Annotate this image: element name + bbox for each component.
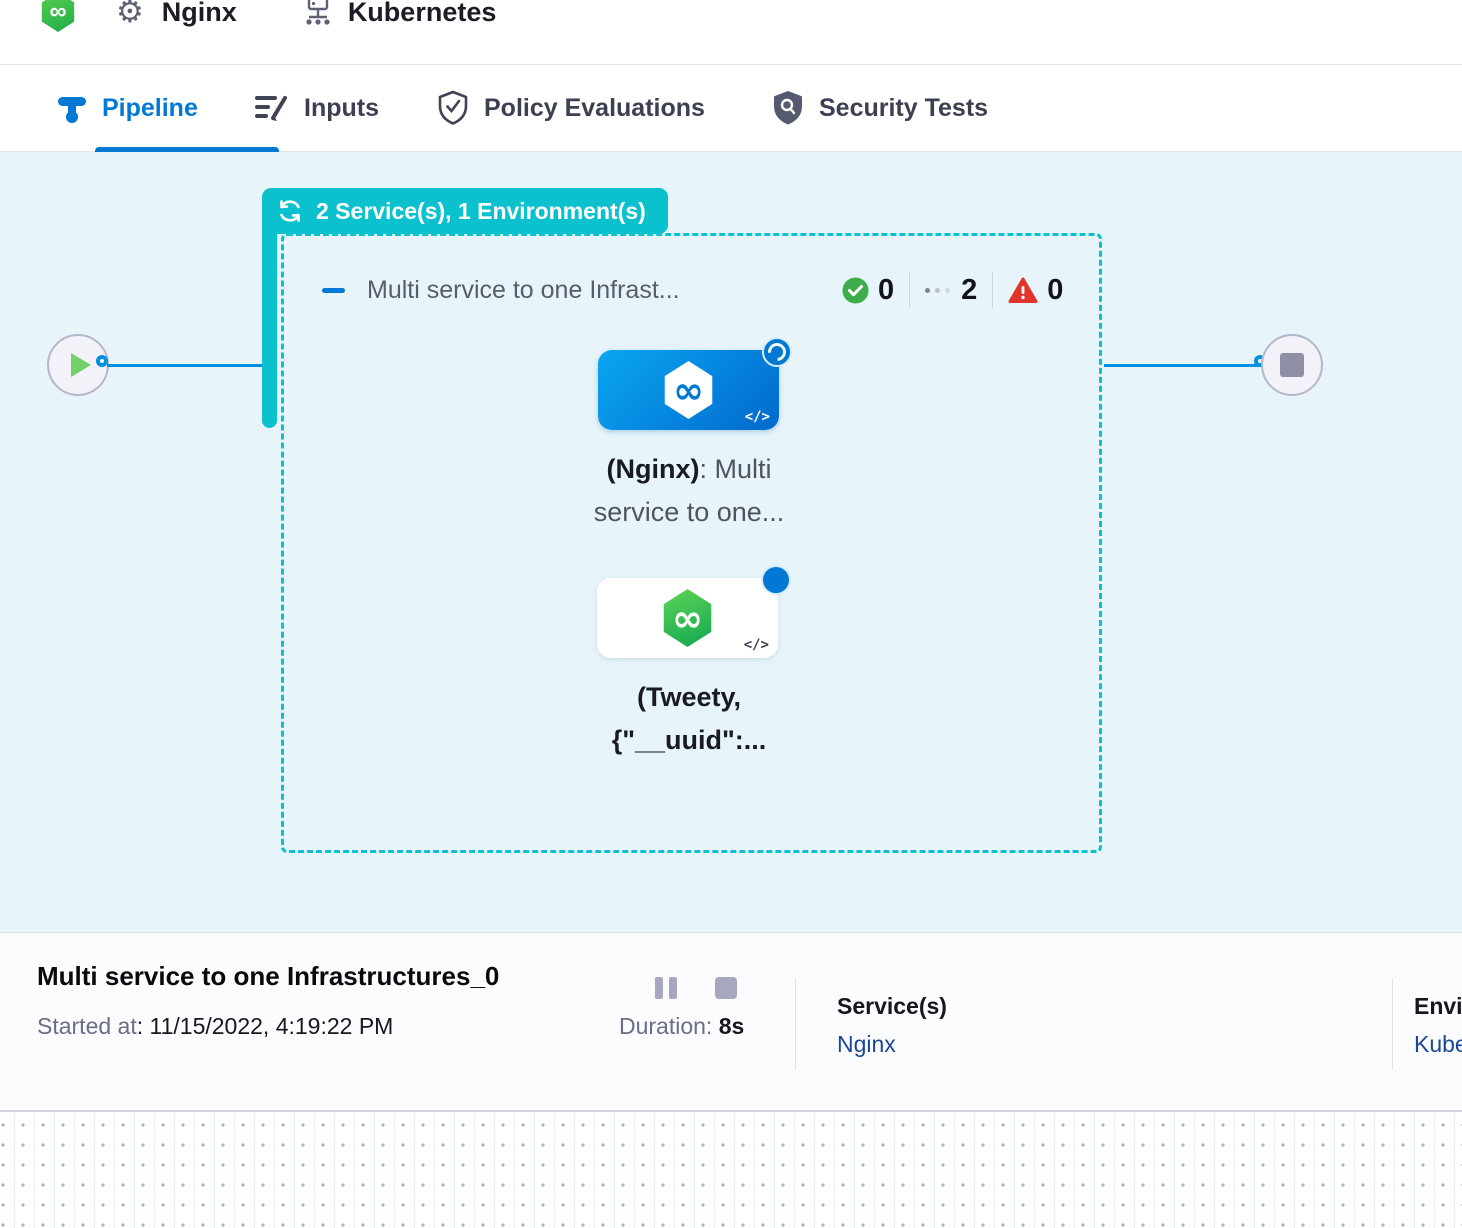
footer-divider xyxy=(795,978,796,1070)
run-controls xyxy=(655,977,737,999)
code-icon: </> xyxy=(743,637,769,653)
count-divider xyxy=(992,272,994,308)
duration: Duration: 8s xyxy=(619,1013,745,1039)
tab-security-tests-label: Security Tests xyxy=(819,93,989,122)
kubernetes-cluster-icon xyxy=(302,0,334,30)
inputs-icon xyxy=(253,92,289,124)
started-at: Started at: 11/15/2022, 4:19:22 PM xyxy=(37,1013,394,1039)
execution-info-bar: Multi service to one Infrastructures_0 S… xyxy=(0,932,1462,1110)
environments-column: Envi Kube xyxy=(1414,993,1462,1058)
tab-bar: Pipeline Inputs Poli xyxy=(0,65,1462,152)
pause-button[interactable] xyxy=(655,977,677,999)
tab-security-tests[interactable]: Security Tests xyxy=(772,65,988,151)
security-shield-scan-icon xyxy=(772,90,804,126)
success-check-icon xyxy=(842,277,869,304)
policy-shield-check-icon xyxy=(437,90,469,126)
count-divider xyxy=(909,272,911,308)
connector-line-right xyxy=(1104,364,1264,367)
pipeline-icon xyxy=(57,91,87,125)
stage-status-counts: 0 2 0 xyxy=(842,270,1063,310)
failed-warning-icon xyxy=(1008,277,1038,304)
execution-title: Multi service to one Infrastructures_0 xyxy=(37,961,500,991)
tab-pipeline[interactable]: Pipeline xyxy=(57,65,279,152)
harness-logo-icon: ∞ xyxy=(41,0,75,32)
stop-button[interactable] xyxy=(715,977,737,999)
connector-line-left xyxy=(107,364,264,367)
running-spinner-icon xyxy=(762,337,792,367)
footer-divider xyxy=(1392,978,1393,1070)
console-grid-strip[interactable] xyxy=(0,1110,1462,1228)
loop-sync-icon xyxy=(276,197,304,225)
services-label: Service(s) xyxy=(837,993,947,1019)
stage-node-tweety-label[interactable]: (Tweety, {"__uuid":... xyxy=(611,682,767,755)
stage-node-nginx-label[interactable]: (Nginx): Multi service to one... xyxy=(593,454,785,527)
running-dots-icon xyxy=(925,287,951,293)
tab-inputs-label: Inputs xyxy=(304,93,379,122)
running-spinner-icon xyxy=(761,565,791,595)
stage-title[interactable]: Multi service to one Infrast... xyxy=(367,275,680,304)
stop-icon xyxy=(1280,353,1304,377)
services-column: Service(s) Nginx xyxy=(837,993,947,1058)
stage-header: Multi service to one Infrast... xyxy=(322,270,1052,310)
breadcrumb-service[interactable]: Nginx xyxy=(161,0,237,27)
tab-policy-evaluations-label: Policy Evaluations xyxy=(484,93,705,122)
connector-port-left[interactable] xyxy=(96,355,108,367)
active-tab-underline xyxy=(95,147,279,152)
stage-services-badge[interactable]: 2 Service(s), 1 Environment(s) xyxy=(262,188,668,234)
pipeline-end-node[interactable] xyxy=(1261,334,1323,396)
environments-label: Envi xyxy=(1414,993,1462,1019)
stage-node-tweety[interactable]: ∞ </> xyxy=(597,578,778,658)
breadcrumb: ∞ ⚙ Nginx Kubernetes xyxy=(40,0,496,32)
harness-hexagon-icon: ∞ xyxy=(664,361,713,419)
services-link[interactable]: Nginx xyxy=(837,1031,896,1057)
environments-link[interactable]: Kube xyxy=(1414,1031,1462,1057)
tab-inputs[interactable]: Inputs xyxy=(253,65,379,151)
stage-services-badge-label: 2 Service(s), 1 Environment(s) xyxy=(316,197,646,224)
gear-icon: ⚙ xyxy=(116,0,144,29)
failed-count: 0 xyxy=(1047,273,1064,306)
tab-policy-evaluations[interactable]: Policy Evaluations xyxy=(437,65,705,151)
harness-hexagon-icon: ∞ xyxy=(663,589,712,647)
success-count: 0 xyxy=(878,273,895,306)
tab-pipeline-label: Pipeline xyxy=(102,93,198,122)
breadcrumb-environment[interactable]: Kubernetes xyxy=(347,0,497,27)
pipeline-canvas[interactable]: 2 Service(s), 1 Environment(s) Multi ser… xyxy=(0,152,1462,932)
breadcrumb-bar: ∞ ⚙ Nginx Kubernetes xyxy=(0,0,1462,65)
running-count: 2 xyxy=(961,273,978,306)
collapse-stage-icon[interactable] xyxy=(322,287,345,293)
play-icon xyxy=(71,353,91,377)
stage-group-box[interactable] xyxy=(281,233,1102,853)
code-icon: </> xyxy=(744,409,770,425)
stage-node-nginx[interactable]: ∞ </> xyxy=(598,350,779,430)
stage-selection-bar xyxy=(262,212,277,428)
